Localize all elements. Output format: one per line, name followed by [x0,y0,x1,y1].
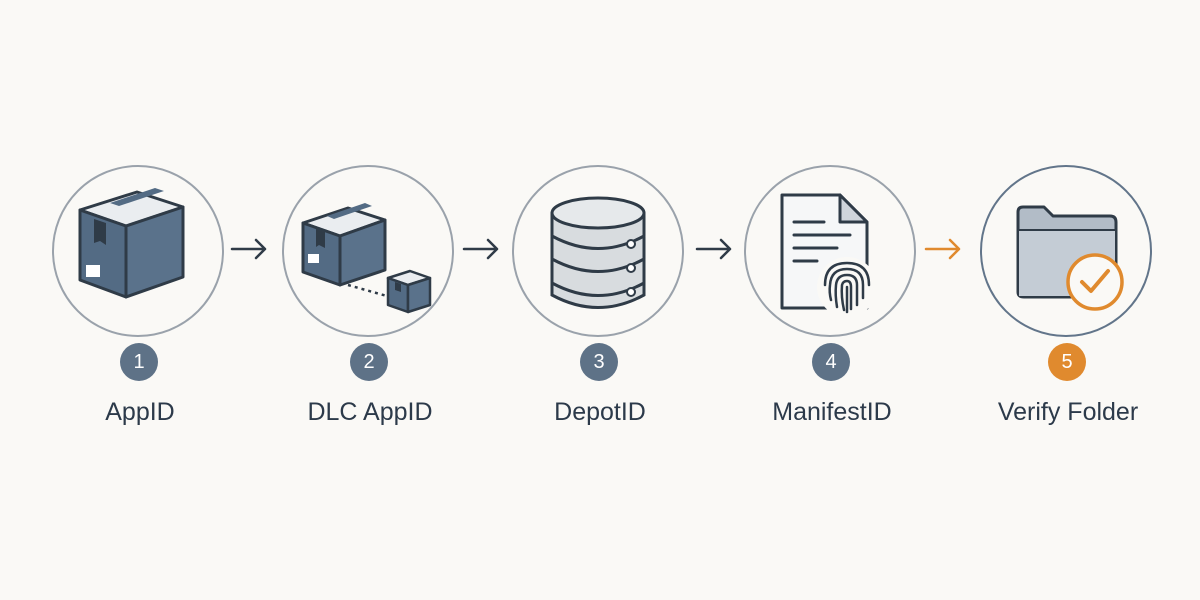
arrow-right-accent-icon [924,238,961,260]
step-label: DLC AppID [307,398,433,426]
document-fingerprint-icon [780,193,877,317]
step-appid: 1 AppID [40,0,240,600]
step-depotid: 3 DepotID [500,0,700,600]
step-number-badge: 2 [350,343,388,381]
step-number-badge: 4 [812,343,850,381]
step-number-badge-accent: 5 [1048,343,1086,381]
step-dlc-appid: 2 DLC AppID [270,0,470,600]
arrow-right-icon [230,238,267,260]
step-label: DepotID [554,398,646,426]
database-icon [550,196,646,309]
arrow-right-icon [462,238,499,260]
step-number-badge: 1 [120,343,158,381]
box-icon [78,188,185,299]
step-verify-folder: 5 Verify Folder [968,0,1168,600]
step-label: Verify Folder [997,398,1139,426]
step-label: AppID [105,398,175,426]
arrow-right-icon [695,238,732,260]
box-with-small-box-icon [301,203,432,314]
folder-check-icon [1016,205,1124,311]
step-manifestid: 4 ManifestID [732,0,932,600]
step-label: ManifestID [772,398,892,426]
step-number-badge: 3 [580,343,618,381]
